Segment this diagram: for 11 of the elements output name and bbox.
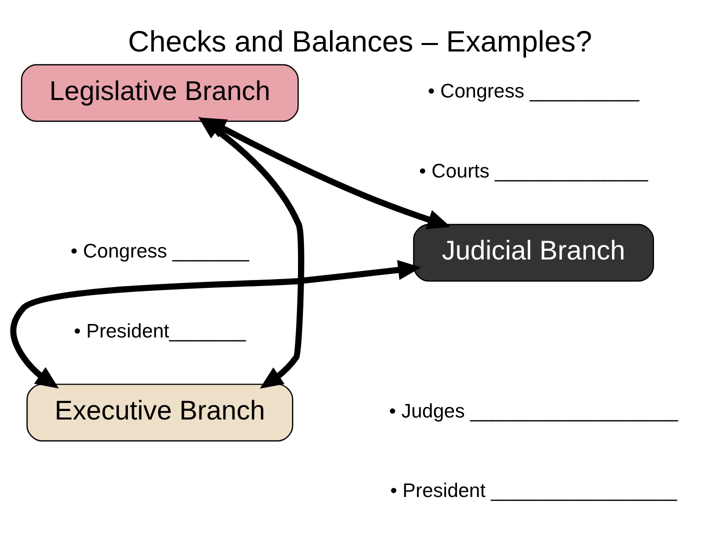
label: • Judges ___________________ bbox=[389, 400, 678, 422]
label: • Congress __________ bbox=[428, 80, 640, 102]
arrow bbox=[10, 259, 422, 388]
label: • Courts ______________ bbox=[419, 160, 648, 182]
node-box: Executive Branch bbox=[26, 383, 294, 441]
label: • President _________________ bbox=[390, 480, 677, 502]
node-box: Legislative Branch bbox=[20, 64, 299, 122]
node-box: Judicial Branch bbox=[413, 223, 654, 282]
label: • Congress _______ bbox=[70, 240, 250, 262]
label: • President_______ bbox=[74, 320, 246, 342]
diagram-title: Checks and Balances – Examples? bbox=[128, 24, 592, 58]
